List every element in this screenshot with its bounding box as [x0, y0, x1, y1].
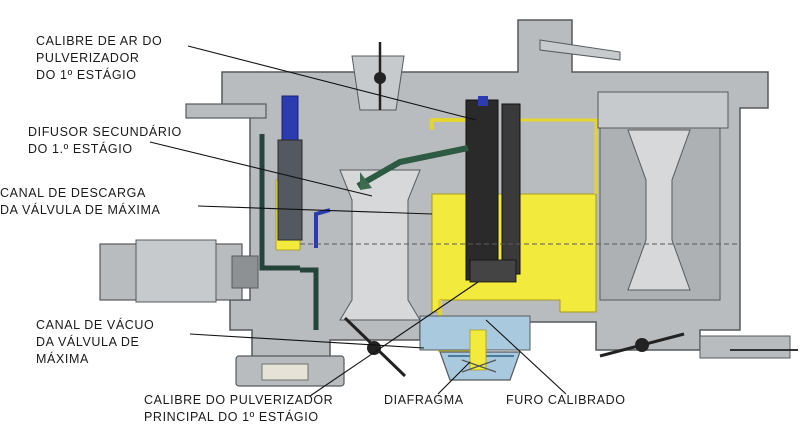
main-jet-assembly	[465, 96, 521, 283]
leader-calibre-principal	[309, 281, 479, 397]
carburetor-body	[99, 19, 791, 387]
label-diafragma: DIAFRAGMA	[384, 393, 464, 407]
leader-lines	[149, 45, 567, 397]
throttle-choke-plates	[343, 42, 798, 378]
label-calibre-do-pulverizador-principal: CALIBRE DO PULVERIZADOR PRINCIPAL DO 1º …	[144, 393, 334, 424]
leader-diafragma	[437, 361, 471, 395]
diaphragm-assembly	[419, 315, 531, 381]
label-calibre-de-ar: CALIBRE DE AR DO PULVERIZADOR DO 1º ESTÁ…	[36, 34, 163, 82]
label-canal-de-descarga: CANAL DE DESCARGA DA VÁLVULA DE MÁXIMA	[0, 186, 161, 217]
leader-difusor	[149, 141, 373, 197]
vacuum-channel	[259, 134, 469, 330]
leader-furo	[485, 319, 567, 395]
leader-canal-descarga	[197, 205, 433, 215]
leader-calibre-ar	[187, 45, 477, 121]
idle-jet-passage	[277, 95, 331, 248]
label-difusor-secundario: DIFUSOR SECUNDÁRIO DO 1.º ESTÁGIO	[28, 125, 182, 156]
label-furo-calibrado: FURO CALIBRADO	[506, 393, 626, 407]
label-canal-de-vacuo: CANAL DE VÁCUO DA VÁLVULA DE MÁXIMA	[36, 318, 155, 366]
